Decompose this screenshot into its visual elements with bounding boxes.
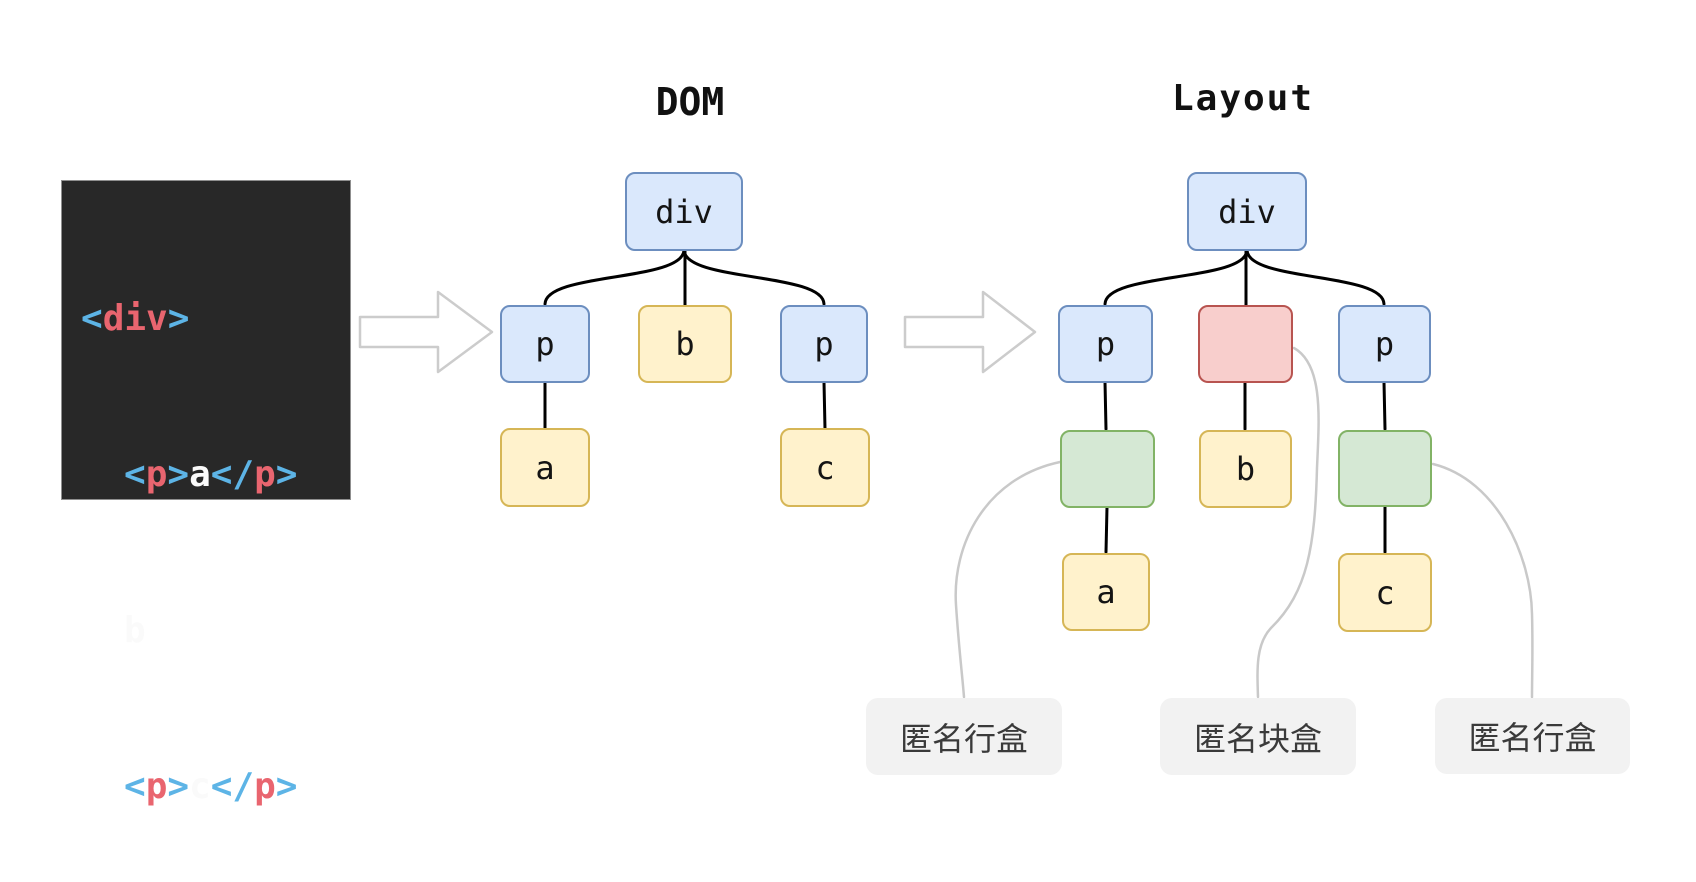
layout-tree-connectors xyxy=(1103,248,1387,554)
code-token: > xyxy=(275,766,298,807)
code-token: a xyxy=(189,454,211,495)
layout-node-div: div xyxy=(1187,172,1307,251)
code-token: p xyxy=(254,454,276,495)
annotation-anonymous-block-box: 匿名块盒 xyxy=(1160,698,1356,775)
code-token: > xyxy=(167,298,190,339)
code-token: < xyxy=(124,766,146,807)
layout-node-text-c: c xyxy=(1338,553,1432,632)
dom-node-p-left: p xyxy=(500,305,590,383)
html-source-code: <div> <p>a</p> b <p>c</p> </div> xyxy=(61,180,351,807)
dom-node-text-b: b xyxy=(638,305,732,383)
code-token: c xyxy=(189,766,211,807)
code-token: div xyxy=(102,298,168,339)
layout-node-p-right: p xyxy=(1338,305,1431,383)
layout-node-p-left: p xyxy=(1058,305,1153,383)
dom-node-p-right: p xyxy=(780,305,868,383)
code-line: <p>c</p> xyxy=(81,761,350,813)
code-token: </ xyxy=(210,766,255,807)
code-token: < xyxy=(124,454,146,495)
code-token: </ xyxy=(210,454,255,495)
layout-node-anonymous-line-box-right xyxy=(1338,430,1432,507)
layout-node-anonymous-line-box-left xyxy=(1060,430,1155,508)
annotation-anonymous-line-box-right: 匿名行盒 xyxy=(1435,698,1630,774)
code-token: p xyxy=(145,766,168,807)
code-token: > xyxy=(275,454,298,495)
code-line: <p>a</p> xyxy=(81,449,350,501)
code-token: p xyxy=(145,454,168,495)
dom-tree-connectors xyxy=(543,248,827,431)
dom-node-div: div xyxy=(625,172,743,251)
arrow-right-icon xyxy=(358,290,494,374)
code-token: < xyxy=(81,298,103,339)
dom-tree-title: DOM xyxy=(655,80,725,124)
code-token: > xyxy=(167,766,190,807)
code-token: b xyxy=(124,610,146,651)
annotation-pointer-lines xyxy=(954,346,1534,699)
code-token: p xyxy=(254,766,276,807)
arrow-right-icon xyxy=(903,290,1037,374)
layout-node-text-b: b xyxy=(1199,430,1292,508)
code-line: <div> xyxy=(81,293,350,345)
dom-node-text-c: c xyxy=(780,428,870,507)
annotation-anonymous-line-box-left: 匿名行盒 xyxy=(866,698,1062,775)
layout-node-text-a: a xyxy=(1062,553,1150,631)
layout-node-anonymous-block-box xyxy=(1198,305,1293,383)
layout-tree-title: Layout xyxy=(1171,78,1315,119)
code-token: > xyxy=(167,454,190,495)
dom-node-text-a: a xyxy=(500,428,590,507)
code-line: b xyxy=(81,605,350,657)
